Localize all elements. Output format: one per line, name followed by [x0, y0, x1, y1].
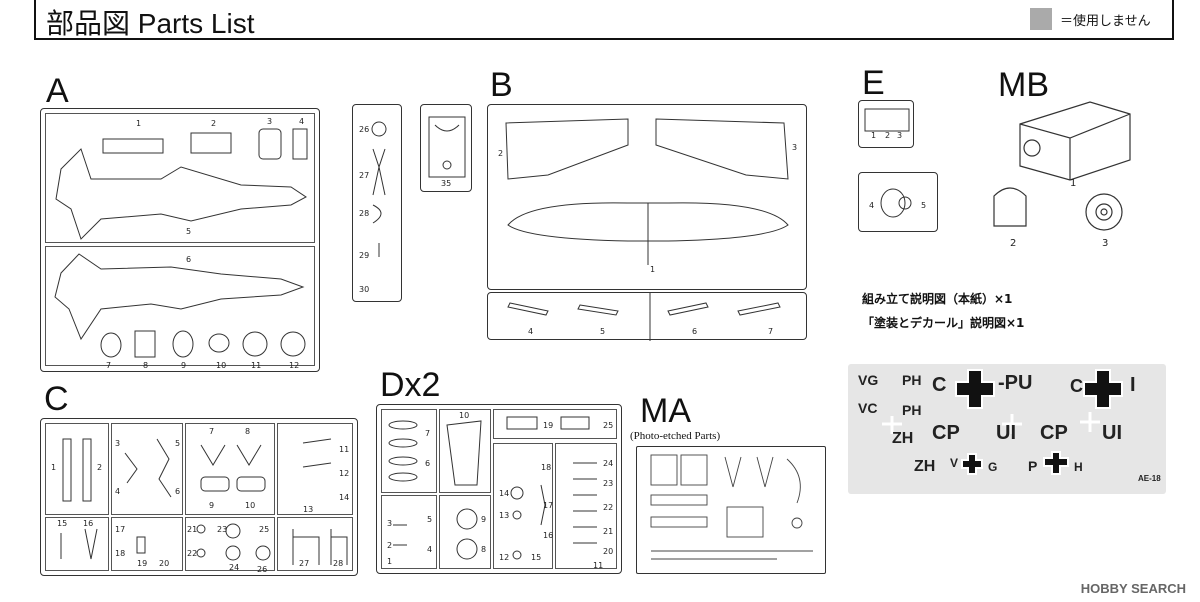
sprue-a-bottom: [45, 246, 315, 366]
sprue-b-label: B: [490, 66, 513, 104]
sprue-e-bottom: 4 5: [858, 172, 938, 232]
decal-crosses: [882, 369, 1123, 475]
sprue-ma-frame: [636, 446, 826, 574]
sprue-b-lower-drawing: [507, 293, 781, 341]
note-paint-decal: 「塗装とデカール」説明図×1: [862, 316, 1025, 330]
sprue-e-bottom-drawing: [880, 188, 912, 218]
decal-sheet: VG PH C -PU C I VC PH ZH CP UI CP UI ZH …: [848, 364, 1166, 494]
sprue-e-label: E: [862, 64, 885, 102]
legend-text: ＝使用しません: [1060, 14, 1151, 29]
sprue-a-drawing: [54, 128, 308, 358]
sprue-a-strip-drawing: [371, 121, 387, 257]
sprue-a-block-drawing: [428, 116, 466, 178]
sprue-a-frame: 1 2 3 4 5 6 7 8 9 10 11 12: [40, 108, 320, 372]
sprue-d-drawing: [388, 416, 597, 560]
sprue-mb-label: MB: [998, 66, 1049, 104]
sprue-b-frame: 2 3 1: [487, 104, 807, 290]
sprue-b-lower: 4 5 6 7: [487, 292, 807, 341]
sprue-c-label: C: [44, 380, 69, 418]
sprue-c-frame: 1 2 3 4 5 6 7 8 9 10 11 12 13 14 15 16 1…: [40, 418, 358, 576]
sprue-a-label: A: [46, 72, 69, 110]
sprue-a-block: 35: [420, 104, 472, 192]
legend-swatch: [1030, 8, 1052, 30]
sprue-e-top-drawing: [864, 108, 910, 132]
page-title: 部品図 Parts List: [46, 8, 255, 39]
sprue-d-frame: 7 6 10 19 25 3 2 5 4 1 9 8 18 14 13 17 1…: [376, 404, 622, 574]
header-bar: 部品図 Parts List ＝使用しません: [34, 0, 1174, 40]
sprue-a-strip: 26 27 28 29 30: [352, 104, 402, 302]
sprue-a-top: [45, 113, 315, 243]
sprue-d-label: Dx2: [380, 366, 441, 404]
sprue-c-drawing: [60, 438, 348, 565]
sprue-ma-drawing: [650, 454, 813, 560]
sprue-b-drawing: [505, 118, 789, 265]
watermark: HOBBY SEARCH: [1080, 581, 1186, 596]
note-instructions: 組み立て説明図（本紙）×1: [862, 292, 1013, 306]
sprue-ma-sublabel: (Photo-etched Parts): [630, 430, 721, 442]
sprue-ma-label: MA: [640, 392, 691, 430]
mb-parts-drawing: [993, 101, 1131, 231]
sprue-e-top: 1 2 3: [858, 100, 914, 148]
